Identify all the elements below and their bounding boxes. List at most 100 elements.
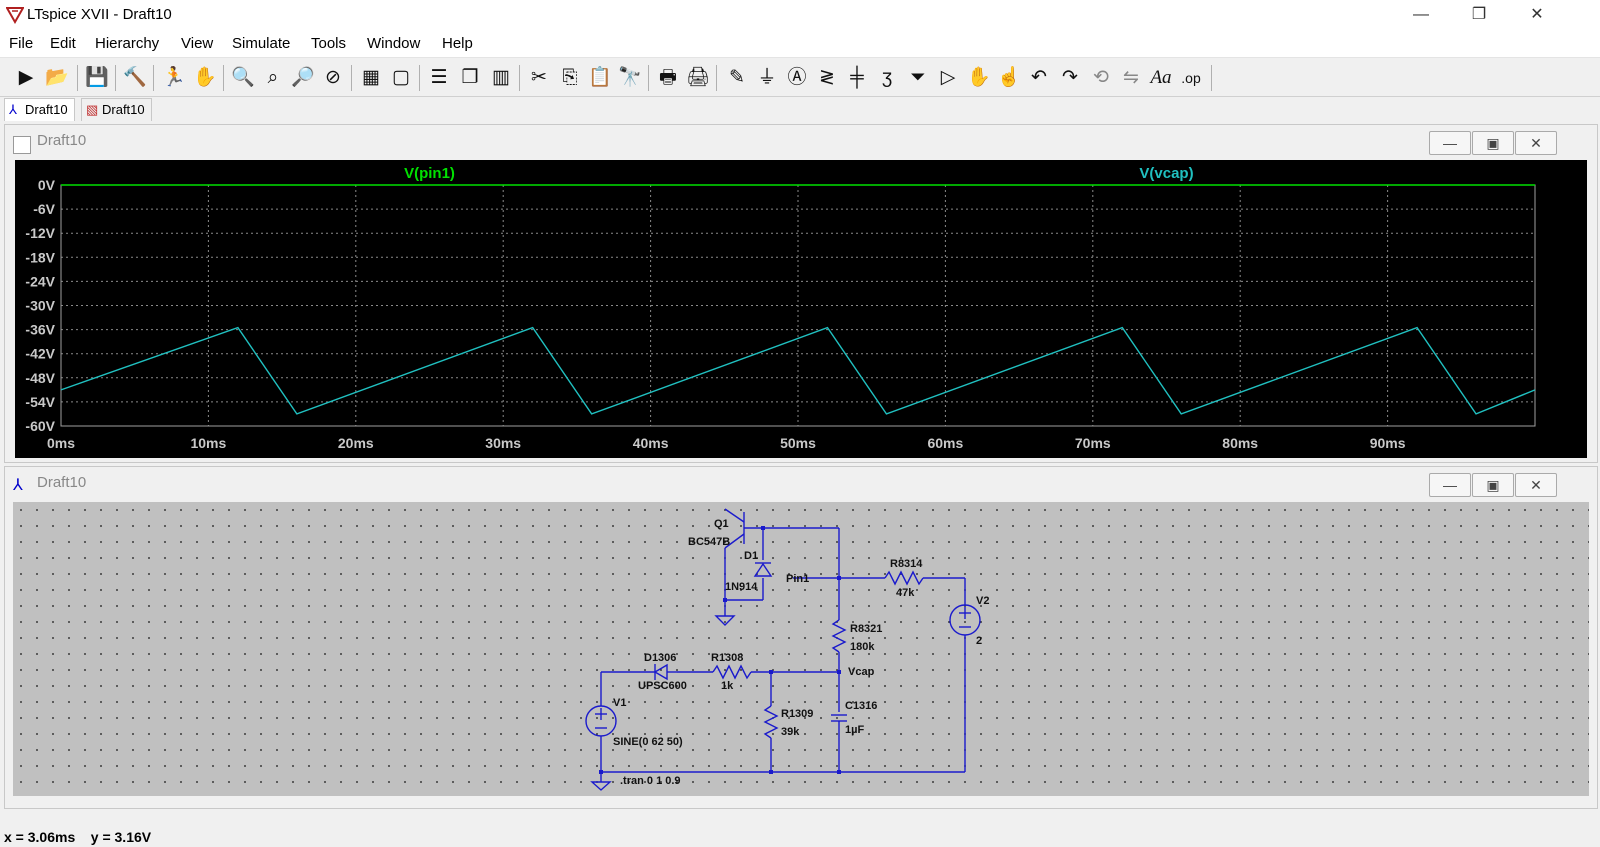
- inductor-icon[interactable]: ʒ: [881, 67, 893, 88]
- menu-simulate[interactable]: Simulate: [232, 35, 291, 52]
- save-icon[interactable]: 💾: [85, 67, 109, 88]
- component-icon[interactable]: ▷: [940, 67, 956, 88]
- tab-waveform[interactable]: ▧Draft10: [81, 98, 152, 121]
- move-icon[interactable]: ✋: [967, 67, 991, 88]
- v1-label[interactable]: V1: [613, 697, 627, 709]
- schematic-icon: ⅄: [13, 477, 23, 494]
- tile-horizontal-icon[interactable]: ☰: [430, 67, 448, 88]
- diode-icon[interactable]: ⏷: [910, 67, 926, 88]
- rotate-icon[interactable]: ⟲: [1093, 67, 1109, 88]
- r1309-value[interactable]: 39k: [781, 726, 800, 738]
- zoom-out-icon[interactable]: 🔎: [291, 67, 315, 88]
- tab-schematic[interactable]: ⅄Draft10: [4, 98, 75, 121]
- r8314-value[interactable]: 47k: [896, 587, 915, 599]
- copy-icon[interactable]: ⎘: [562, 67, 578, 88]
- resistor-r8321[interactable]: [831, 619, 847, 653]
- plot-pane[interactable]: 0V-6V-12V-18V-24V-30V-36V-42V-48V-54V-60…: [15, 160, 1587, 458]
- d1306-model[interactable]: UPSC600: [638, 680, 687, 692]
- trace-label: V(vcap): [1139, 165, 1193, 182]
- r8321-label[interactable]: R8321: [850, 623, 883, 635]
- child-maximize-button[interactable]: ▣: [1472, 473, 1514, 497]
- zoom-in-icon[interactable]: 🔍: [231, 67, 255, 88]
- r1309-label[interactable]: R1309: [781, 708, 814, 720]
- d1-label[interactable]: D1: [744, 550, 759, 562]
- resistor-r1309[interactable]: [763, 705, 779, 739]
- tile-vertical-icon[interactable]: ▥: [492, 67, 510, 88]
- undo-icon[interactable]: ↶: [1031, 67, 1047, 88]
- cut-icon[interactable]: ✂: [531, 67, 547, 88]
- v2-label[interactable]: V2: [976, 595, 990, 607]
- print-preview-icon[interactable]: 🖶: [659, 67, 677, 88]
- text-icon[interactable]: Aa: [1150, 67, 1172, 88]
- run-icon[interactable]: 🏃: [162, 67, 186, 88]
- close-button[interactable]: ✕: [1530, 6, 1544, 23]
- menu-edit[interactable]: Edit: [50, 35, 76, 52]
- menu-help[interactable]: Help: [442, 35, 473, 52]
- print-icon[interactable]: 🖨: [685, 67, 711, 88]
- child-close-button[interactable]: ✕: [1515, 131, 1557, 155]
- net-label-pin1[interactable]: Pin1: [786, 573, 810, 585]
- q1-label[interactable]: Q1: [714, 518, 729, 530]
- menu-view[interactable]: View: [181, 35, 214, 52]
- transistor-q1[interactable]: [724, 508, 761, 549]
- menu-window[interactable]: Window: [367, 35, 421, 52]
- resistor-r8314[interactable]: [884, 570, 924, 586]
- diode-d1306[interactable]: [653, 663, 668, 681]
- menu-hierarchy[interactable]: Hierarchy: [95, 35, 160, 52]
- child-close-button[interactable]: ✕: [1515, 473, 1557, 497]
- cascade-icon[interactable]: ❐: [461, 67, 479, 88]
- r8314-label[interactable]: R8314: [890, 558, 923, 570]
- label-net-icon[interactable]: Ⓐ: [787, 67, 807, 88]
- v1-value[interactable]: SINE(0 62 50): [613, 736, 683, 748]
- y-tick-label: -42V: [25, 346, 55, 362]
- child-minimize-button[interactable]: —: [1429, 131, 1471, 155]
- toolbar-separator: [648, 65, 649, 91]
- v2-value[interactable]: 2: [976, 635, 983, 647]
- capacitor-icon[interactable]: ╪: [850, 67, 864, 88]
- waveform-window-title: Draft10: [37, 132, 87, 149]
- restore-button[interactable]: ❐: [1471, 6, 1487, 23]
- control-panel-icon[interactable]: 🔨: [123, 67, 147, 88]
- d1306-label[interactable]: D1306: [644, 652, 677, 664]
- r8321-value[interactable]: 180k: [850, 641, 875, 653]
- voltage-source-v2[interactable]: [949, 604, 981, 636]
- spice-directive-tran[interactable]: .tran 0 1 0.9: [620, 775, 681, 787]
- capacitor-c1316[interactable]: [831, 714, 847, 722]
- drag-icon[interactable]: ☝: [997, 67, 1021, 88]
- r1308-label[interactable]: R1308: [711, 652, 744, 664]
- wire-icon[interactable]: ✎: [729, 67, 745, 88]
- child-maximize-button[interactable]: ▣: [1472, 131, 1514, 155]
- new-schematic-icon[interactable]: ▶: [18, 67, 34, 88]
- paste-icon[interactable]: 📋: [588, 67, 612, 88]
- c1316-value[interactable]: 1µF: [845, 724, 865, 736]
- resistor-r1308[interactable]: [712, 664, 752, 680]
- menu-file[interactable]: File: [9, 35, 34, 52]
- c1316-label[interactable]: C1316: [845, 700, 878, 712]
- tab-label: Draft10: [25, 102, 68, 117]
- q1-model[interactable]: BC547B: [688, 536, 731, 548]
- net-label-vcap[interactable]: Vcap: [848, 666, 875, 678]
- d1-model[interactable]: 1N914: [725, 581, 758, 593]
- open-icon[interactable]: 📂: [45, 67, 69, 88]
- find-icon[interactable]: 🔭: [618, 67, 642, 88]
- minimize-button[interactable]: —: [1413, 6, 1429, 23]
- zoom-fit-icon[interactable]: ⌕: [267, 67, 279, 88]
- mirror-icon[interactable]: ⇋: [1123, 67, 1139, 88]
- spice-directive-icon[interactable]: .op: [1181, 70, 1201, 86]
- r1308-value[interactable]: 1k: [721, 680, 734, 692]
- toolbar-separator: [519, 65, 520, 91]
- halt-icon[interactable]: ✋: [193, 67, 217, 88]
- menu-tools[interactable]: Tools: [311, 35, 347, 52]
- child-minimize-button[interactable]: —: [1429, 473, 1471, 497]
- voltage-source-v1[interactable]: [585, 705, 617, 737]
- autorange-plot-icon[interactable]: ▦: [362, 67, 380, 88]
- schematic-canvas[interactable]: Q1 BC547B D1 1N914 Pin1 R8314 47k V2 2 R…: [13, 502, 1589, 796]
- diode-d1[interactable]: [753, 562, 773, 577]
- ground-icon[interactable]: ⏚: [757, 67, 777, 88]
- toolbar-separator: [223, 65, 224, 91]
- x-tick-label: 60ms: [927, 435, 963, 451]
- zoom-cancel-icon[interactable]: ⊘: [325, 67, 341, 88]
- resistor-icon[interactable]: ≷: [819, 67, 835, 88]
- plot-settings-icon[interactable]: ▢: [392, 67, 410, 88]
- redo-icon[interactable]: ↷: [1062, 67, 1078, 88]
